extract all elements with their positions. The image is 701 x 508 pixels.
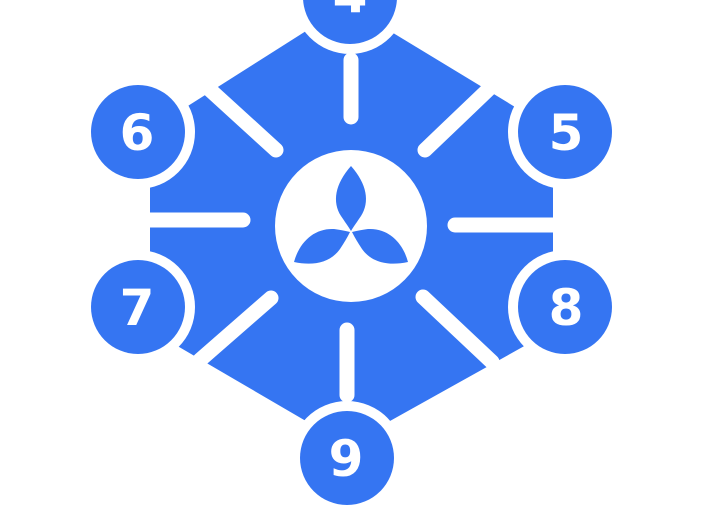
node-label-lower-left: 7 (120, 279, 155, 337)
trefoil-icon (294, 166, 408, 264)
node-label-bottom: 9 (329, 430, 364, 488)
node-lower-left: 7 (91, 260, 185, 354)
node-lower-right: 8 (518, 260, 612, 354)
spoke-lower-left (192, 290, 279, 368)
spokes (137, 52, 563, 403)
node-label-lower-right: 8 (549, 279, 584, 337)
node-label-top: 4 (333, 0, 368, 24)
node-label-upper-right: 5 (549, 104, 584, 162)
node-bottom: 9 (300, 411, 394, 505)
node-label-upper-left: 6 (120, 104, 155, 162)
spoke-upper-left (200, 80, 284, 158)
node-upper-left: 6 (91, 85, 185, 179)
node-top: 4 (303, 0, 397, 44)
node-upper-right: 5 (518, 85, 612, 179)
spoke-upper-right (417, 77, 501, 158)
spoke-lower-right (415, 289, 500, 370)
